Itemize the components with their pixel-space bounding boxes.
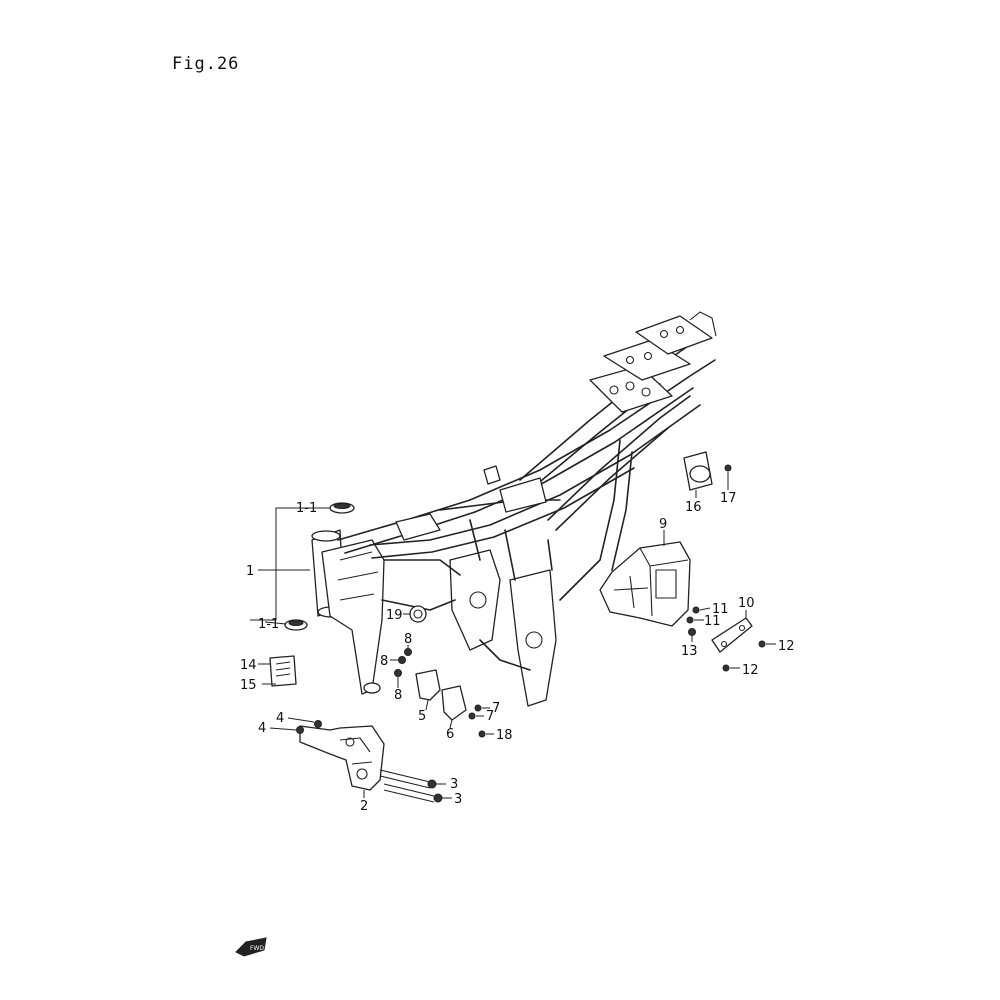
callout-1: 1: [246, 564, 254, 579]
callout-19: 19: [386, 608, 403, 623]
right-pivot-plate: [509, 569, 557, 707]
bracket-5: [415, 669, 441, 701]
callout-3b: 3: [454, 792, 462, 807]
callout-1-1-bottom: 1-1: [258, 617, 279, 632]
callout-18: 18: [496, 728, 513, 743]
figure-title: Fig.26: [172, 54, 240, 74]
callout-8a: 8: [404, 632, 412, 647]
callout-15: 15: [240, 678, 257, 693]
left-pivot-plate: [449, 549, 501, 651]
reflector-pad: [269, 655, 297, 687]
callout-14: 14: [240, 658, 257, 673]
callout-12a: 12: [778, 639, 795, 654]
callout-9: 9: [659, 517, 667, 532]
callout-1-1-top: 1-1: [296, 501, 317, 516]
rear-crossplate-3: [635, 315, 713, 355]
callout-8c: 8: [394, 688, 402, 703]
callout-6: 6: [446, 727, 454, 742]
bracket-6: [441, 685, 467, 721]
callout-7b: 7: [486, 709, 494, 724]
callout-4a: 4: [276, 711, 284, 726]
callout-13: 13: [681, 644, 698, 659]
callout-17: 17: [720, 491, 737, 506]
callouts: 1-1 1 1-1 14 15 19 8 8 8 5 7 7 6 18 4 4 …: [240, 491, 795, 814]
engine-mount-bracket: [299, 725, 385, 791]
rear-crossplate-2: [603, 339, 691, 381]
down-tube: [321, 539, 385, 695]
fwd-label: FWD: [250, 945, 264, 952]
fwd-arrow-icon: FWD: [235, 937, 267, 957]
callout-12b: 12: [742, 663, 759, 678]
callout-2: 2: [360, 799, 368, 814]
callout-7a: 7: [492, 701, 500, 716]
callout-16: 16: [685, 500, 702, 515]
callout-11b: 11: [704, 614, 721, 629]
callout-5: 5: [418, 709, 426, 724]
main-frame: [311, 311, 717, 707]
grommet: [409, 605, 427, 623]
callout-11a: 11: [712, 602, 729, 617]
callout-10: 10: [738, 596, 755, 611]
callout-8b: 8: [380, 654, 388, 669]
callout-3a: 3: [450, 777, 458, 792]
callout-4b: 4: [258, 721, 266, 736]
